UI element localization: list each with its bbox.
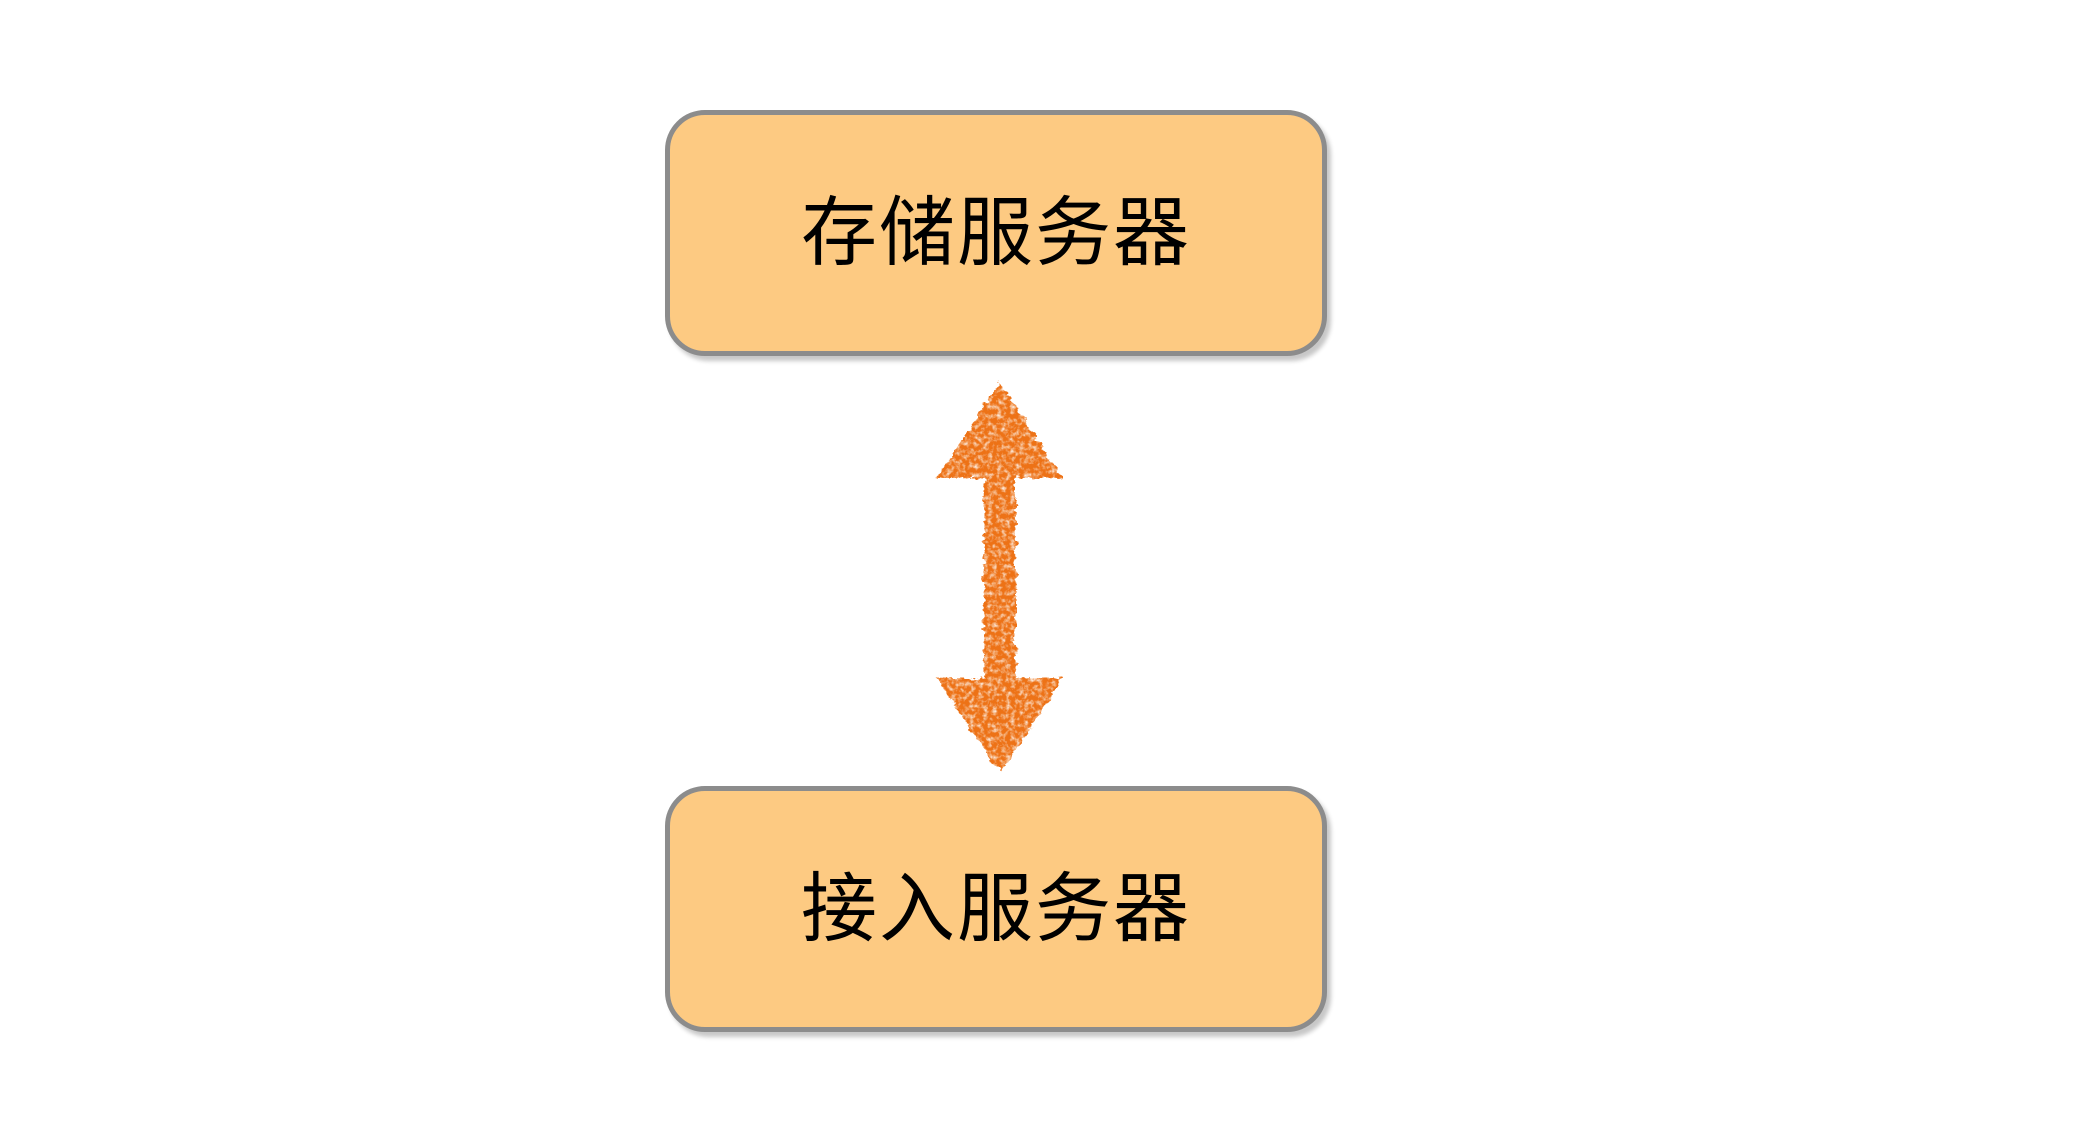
node-access-server-label: 接入服务器 [801, 864, 1191, 953]
bidirectional-arrow-icon [920, 378, 1080, 778]
arrow-body [937, 382, 1063, 774]
node-access-server[interactable]: 接入服务器 [665, 786, 1327, 1032]
arrow-svg [937, 382, 1063, 774]
node-storage-server[interactable]: 存储服务器 [665, 110, 1327, 356]
node-storage-server-label: 存储服务器 [801, 188, 1191, 277]
